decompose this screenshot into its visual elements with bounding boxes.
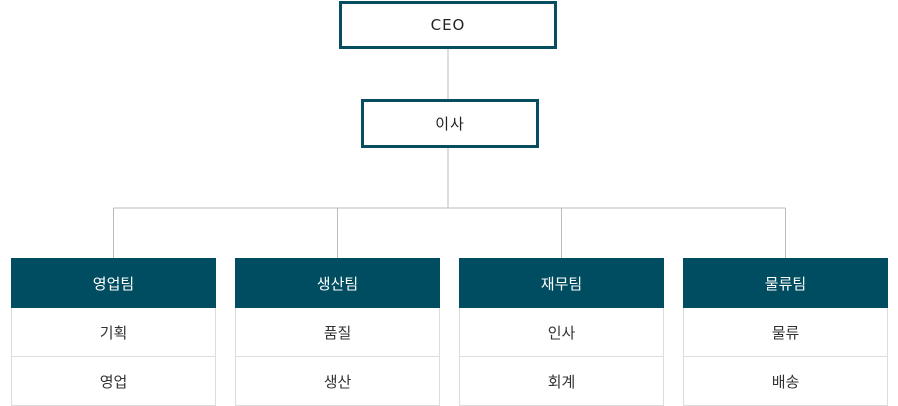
team-item-production-2[interactable]: 생산 bbox=[235, 357, 440, 406]
team-name: 생산팀 bbox=[316, 274, 359, 293]
team-item-finance-2[interactable]: 회계 bbox=[459, 357, 664, 406]
ceo-label: CEO bbox=[430, 16, 466, 34]
team-item-sales-2[interactable]: 영업 bbox=[11, 357, 216, 406]
team-name: 재무팀 bbox=[540, 274, 583, 293]
team-production: 생산팀 품질 생산 bbox=[235, 258, 440, 406]
team-header-finance[interactable]: 재무팀 bbox=[459, 258, 664, 308]
team-header-logistics[interactable]: 물류팀 bbox=[683, 258, 888, 308]
director-label: 이사 bbox=[435, 115, 465, 133]
director-node[interactable]: 이사 bbox=[361, 99, 539, 148]
team-item-label: 배송 bbox=[771, 372, 800, 391]
team-name: 영업팀 bbox=[92, 274, 135, 293]
team-item-label: 생산 bbox=[323, 372, 352, 391]
team-sales: 영업팀 기획 영업 bbox=[11, 258, 216, 406]
team-item-sales-1[interactable]: 기획 bbox=[11, 308, 216, 357]
team-item-label: 물류 bbox=[771, 323, 800, 342]
team-item-finance-1[interactable]: 인사 bbox=[459, 308, 664, 357]
team-header-production[interactable]: 생산팀 bbox=[235, 258, 440, 308]
team-logistics: 물류팀 물류 배송 bbox=[683, 258, 888, 406]
team-item-logistics-1[interactable]: 물류 bbox=[683, 308, 888, 357]
team-item-label: 품질 bbox=[323, 323, 352, 342]
team-item-label: 기획 bbox=[99, 323, 128, 342]
team-item-label: 인사 bbox=[547, 323, 576, 342]
team-item-label: 영업 bbox=[99, 372, 128, 391]
team-item-production-1[interactable]: 품질 bbox=[235, 308, 440, 357]
team-item-logistics-2[interactable]: 배송 bbox=[683, 357, 888, 406]
team-item-label: 회계 bbox=[547, 372, 576, 391]
ceo-node[interactable]: CEO bbox=[339, 1, 557, 49]
team-finance: 재무팀 인사 회계 bbox=[459, 258, 664, 406]
team-header-sales[interactable]: 영업팀 bbox=[11, 258, 216, 308]
team-name: 물류팀 bbox=[764, 274, 807, 293]
